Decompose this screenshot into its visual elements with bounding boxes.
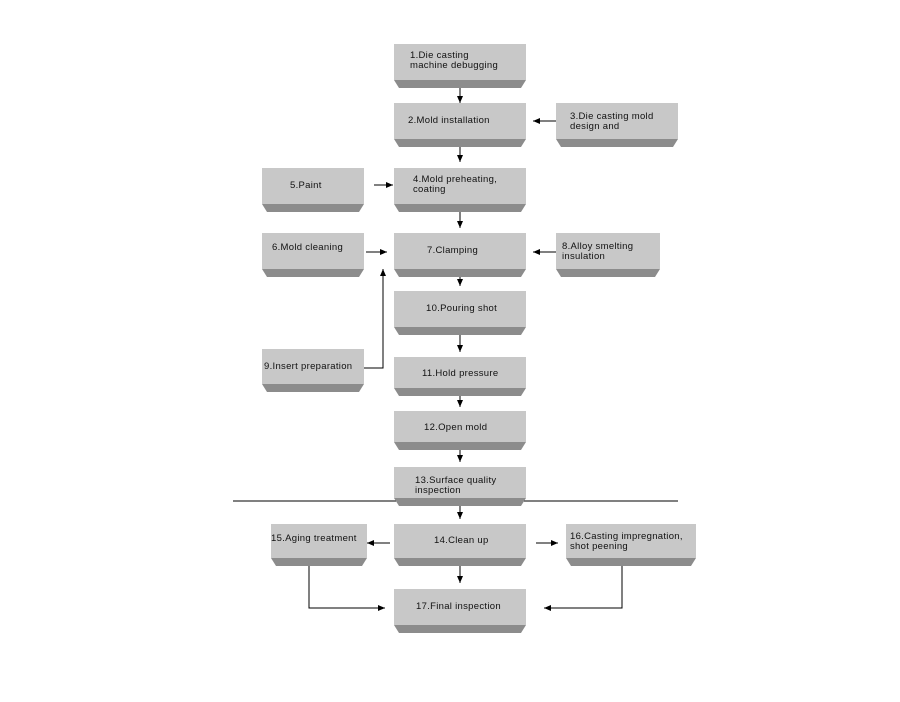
- step-2-label: 2.Mold installation: [408, 115, 490, 126]
- step-16-label: 16.Casting impregnation, shot peening: [570, 531, 683, 552]
- step-6-label: 6.Mold cleaning: [272, 242, 344, 253]
- step-15-box: 15.Aging treatment: [271, 524, 367, 558]
- step-5-box: 5.Paint: [262, 168, 364, 204]
- step-4-box: 4.Mold preheating, coating: [394, 168, 526, 204]
- step-1-label: 1.Die casting machine debugging: [410, 50, 499, 71]
- step-13-label: 13.Surface quality inspection: [415, 475, 497, 496]
- step-10-box: 10.Pouring shot: [394, 291, 526, 327]
- step-3-label: 3.Die casting mold design and: [570, 111, 654, 132]
- step-4-label: 4.Mold preheating, coating: [413, 174, 498, 195]
- step-3-box: 3.Die casting mold design and: [556, 103, 678, 139]
- step-6-box: 6.Mold cleaning: [262, 233, 364, 269]
- step-17-box: 17.Final inspection: [394, 589, 526, 625]
- step-1-box: 1.Die casting machine debugging: [394, 44, 526, 80]
- step-9-label: 9.Insert preparation: [264, 361, 353, 372]
- step-5-label: 5.Paint: [290, 180, 322, 191]
- step-17-label: 17.Final inspection: [416, 601, 501, 612]
- step-16-box: 16.Casting impregnation, shot peening: [566, 524, 696, 558]
- step-14-label: 14.Clean up: [434, 535, 489, 546]
- step-9-box: 9.Insert preparation: [262, 349, 364, 384]
- arrow-15-to-17: [308, 560, 385, 611]
- step-11-label: 11.Hold pressure: [422, 368, 499, 379]
- step-13-box: 13.Surface quality inspection: [394, 467, 526, 498]
- step-8-label: 8.Alloy smelting insulation: [562, 241, 634, 262]
- step-12-label: 12.Open mold: [424, 422, 488, 433]
- arrow-9-to-7: [364, 269, 386, 369]
- step-12-box: 12.Open mold: [394, 411, 526, 442]
- step-11-box: 11.Hold pressure: [394, 357, 526, 388]
- step-8-box: 8.Alloy smelting insulation: [556, 233, 660, 269]
- step-2-box: 2.Mold installation: [394, 103, 526, 139]
- arrow-16-to-17: [544, 560, 623, 611]
- step-7-box: 7.Clamping: [394, 233, 526, 269]
- step-7-label: 7.Clamping: [427, 245, 479, 256]
- step-14-box: 14.Clean up: [394, 524, 526, 558]
- step-10-label: 10.Pouring shot: [426, 303, 498, 314]
- step-15-label: 15.Aging treatment: [271, 533, 357, 544]
